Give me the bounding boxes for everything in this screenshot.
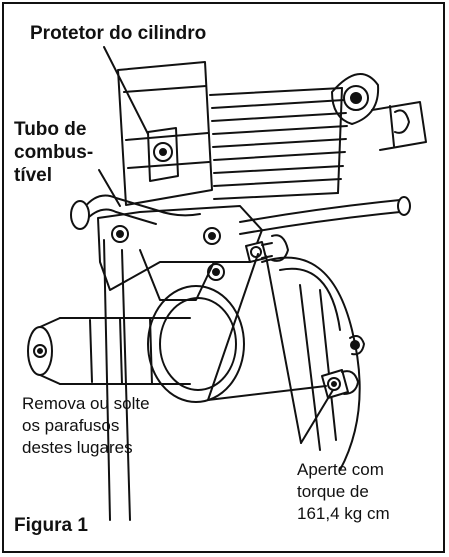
remove-screws-line-2: os parafusos — [22, 416, 120, 435]
fuel-tube-label-line-2: combus- — [14, 142, 94, 163]
tighten-torque-line-1: Aperte com — [297, 460, 384, 479]
cooling-fins — [209, 87, 348, 200]
figure-caption: Figura 1 — [14, 515, 88, 536]
drive-shaft-drawing — [27, 285, 245, 403]
tighten-torque-line-2: torque de — [297, 482, 369, 501]
lower-bolt-drawing — [321, 369, 359, 399]
tighten-torque-line-3: 161,4 kg cm — [297, 504, 390, 523]
cylinder-guard-drawing — [117, 61, 213, 206]
spark-plug-drawing — [331, 73, 427, 151]
clutch-housing-drawing — [261, 256, 365, 471]
remove-screws-line-3: destes lugares — [22, 438, 133, 457]
mounting-bracket-drawing — [97, 205, 263, 521]
leader-lines — [98, 46, 334, 444]
fuel-tube-label: Tubo de combus- tível — [14, 118, 154, 187]
fuel-tube-label-line-3: tível — [14, 165, 53, 186]
fuel-tube-drawing — [70, 194, 411, 235]
remove-screws-label: Remova ou solte os parafusos destes luga… — [22, 393, 242, 459]
cylinder-guard-label: Protetor do cilindro — [30, 23, 207, 44]
fuel-tube-label-line-1: Tubo de — [14, 119, 87, 140]
tighten-torque-label: Aperte com torque de 161,4 kg cm — [297, 459, 437, 525]
remove-screws-line-1: Remova ou solte — [22, 394, 150, 413]
